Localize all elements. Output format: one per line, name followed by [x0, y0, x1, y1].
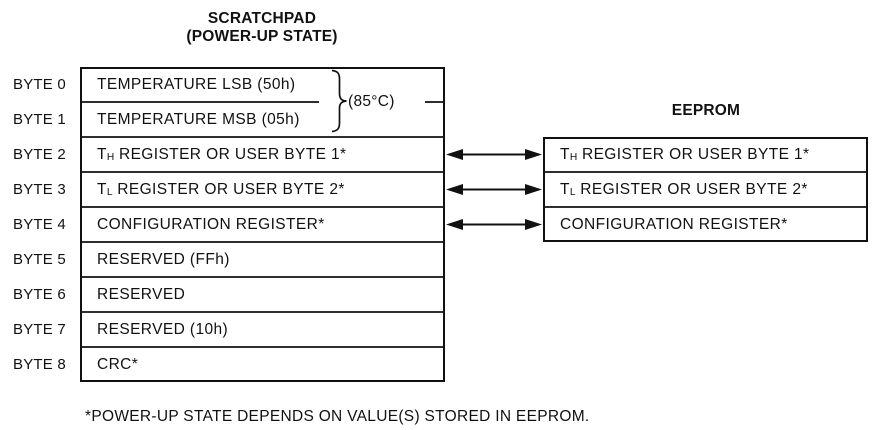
row-text: T — [97, 146, 107, 163]
scratchpad-row-label: CONFIGURATION REGISTER* — [97, 207, 325, 242]
footnote: *POWER-UP STATE DEPENDS ON VALUE(S) STOR… — [85, 408, 590, 425]
row-subscript: H — [569, 152, 578, 164]
bidirectional-arrow-icon — [446, 149, 542, 160]
row-text: REGISTER OR USER BYTE 1* — [114, 146, 347, 163]
row-text: CRC* — [97, 356, 139, 373]
eeprom-row-label: TL REGISTER OR USER BYTE 2* — [560, 172, 808, 207]
byte-label: BYTE 1 — [13, 111, 66, 128]
row-text: RESERVED — [97, 286, 186, 303]
row-text: RESERVED (FFh) — [97, 251, 230, 268]
eeprom-row-label: TH REGISTER OR USER BYTE 1* — [560, 137, 809, 172]
scratchpad-row-label: CRC* — [97, 347, 138, 382]
byte-label: BYTE 4 — [13, 216, 66, 233]
temperature-annotation: (85°C) — [348, 93, 395, 110]
row-text: REGISTER OR USER BYTE 1* — [577, 146, 810, 163]
byte-label: BYTE 2 — [13, 146, 66, 163]
byte-label: BYTE 8 — [13, 356, 66, 373]
scratchpad-title-line2: (POWER-UP STATE) — [186, 28, 338, 45]
scratchpad-title: SCRATCHPAD (POWER-UP STATE) — [112, 10, 412, 46]
byte-label: BYTE 5 — [13, 251, 66, 268]
byte-label: BYTE 7 — [13, 321, 66, 338]
scratchpad-row-label: TEMPERATURE LSB (50h) — [97, 67, 295, 102]
row-text: TEMPERATURE MSB (05h) — [97, 111, 300, 128]
scratchpad-row-label: RESERVED (FFh) — [97, 242, 230, 277]
byte-label: BYTE 3 — [13, 181, 66, 198]
row-subscript: L — [106, 187, 113, 199]
scratchpad-title-line1: SCRATCHPAD — [207, 10, 317, 27]
row-text: T — [560, 146, 570, 163]
scratchpad-row-label: TL REGISTER OR USER BYTE 2* — [97, 172, 345, 207]
scratchpad-row-label: TH REGISTER OR USER BYTE 1* — [97, 137, 346, 172]
row-text: CONFIGURATION REGISTER* — [97, 216, 325, 233]
scratchpad-row-label: RESERVED — [97, 277, 185, 312]
eeprom-box — [543, 137, 868, 242]
row-text: TEMPERATURE LSB (50h) — [97, 76, 296, 93]
brace-icon — [331, 69, 347, 133]
scratchpad-box — [80, 67, 445, 382]
byte-label: BYTE 0 — [13, 76, 66, 93]
row-text: CONFIGURATION REGISTER* — [560, 216, 788, 233]
row-subscript: H — [106, 152, 115, 164]
byte-label: BYTE 6 — [13, 286, 66, 303]
bidirectional-arrow-icon — [446, 219, 542, 230]
row-text: RESERVED (10h) — [97, 321, 229, 338]
scratchpad-row-label: TEMPERATURE MSB (05h) — [97, 102, 300, 137]
scratchpad-row-label: RESERVED (10h) — [97, 312, 228, 347]
row-text: REGISTER OR USER BYTE 2* — [112, 181, 345, 198]
eeprom-row-label: CONFIGURATION REGISTER* — [560, 207, 788, 242]
row-text: T — [97, 181, 107, 198]
row-text: REGISTER OR USER BYTE 2* — [575, 181, 808, 198]
eeprom-title: EEPROM — [671, 102, 741, 119]
row-subscript: L — [569, 187, 576, 199]
row-text: T — [560, 181, 570, 198]
bidirectional-arrow-icon — [446, 184, 542, 195]
